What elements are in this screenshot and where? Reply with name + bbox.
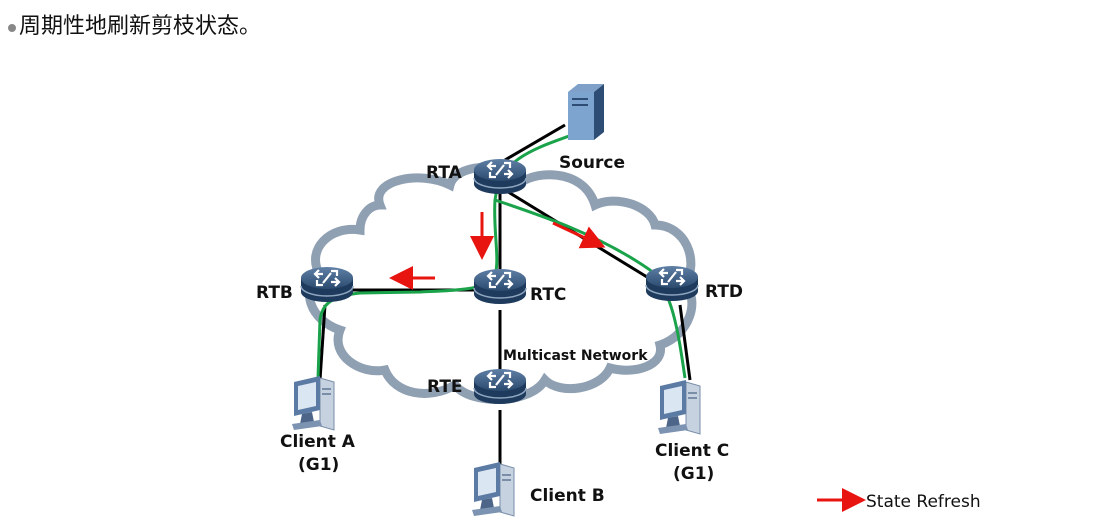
router-rta-icon xyxy=(472,157,528,196)
bullet-icon xyxy=(8,24,16,32)
router-rtd-icon xyxy=(644,264,700,303)
legend: State Refresh xyxy=(817,488,981,512)
link-rtb-clienta xyxy=(318,304,327,381)
client-c-group: (G1) xyxy=(673,464,714,484)
multicast-network-label: Multicast Network xyxy=(503,348,648,364)
router-rtd-label: RTD xyxy=(705,282,743,302)
client-b-icon xyxy=(471,461,515,517)
client-a-group: (G1) xyxy=(298,455,339,475)
router-rtc-label: RTC xyxy=(530,285,566,305)
slide-heading: 周期性地刷新剪枝状态。 xyxy=(8,8,261,40)
source-server-icon xyxy=(568,84,604,140)
client-a-label: Client A xyxy=(280,432,356,452)
client-a-icon xyxy=(291,375,335,431)
link-rtd-clientc xyxy=(678,304,692,381)
refresh-arrow-rta-rtd xyxy=(552,221,606,249)
client-c-icon xyxy=(657,379,701,435)
router-rte-label: RTE xyxy=(427,377,463,397)
router-rta-label: RTA xyxy=(426,163,463,183)
source-label: Source xyxy=(559,153,625,173)
heading-text: 周期性地刷新剪枝状态。 xyxy=(19,14,262,39)
router-rte-icon xyxy=(472,367,528,406)
tree-rta-rtd-clientc xyxy=(494,198,687,379)
router-rtb-label: RTB xyxy=(256,283,293,303)
state-refresh-arrows xyxy=(389,212,606,290)
link-source-rta xyxy=(504,123,566,162)
router-rtb-icon xyxy=(299,265,355,304)
router-rtc-icon xyxy=(472,267,528,306)
client-c-label: Client C xyxy=(655,441,729,461)
legend-label: State Refresh xyxy=(866,492,981,512)
client-b-label: Client B xyxy=(530,486,605,506)
